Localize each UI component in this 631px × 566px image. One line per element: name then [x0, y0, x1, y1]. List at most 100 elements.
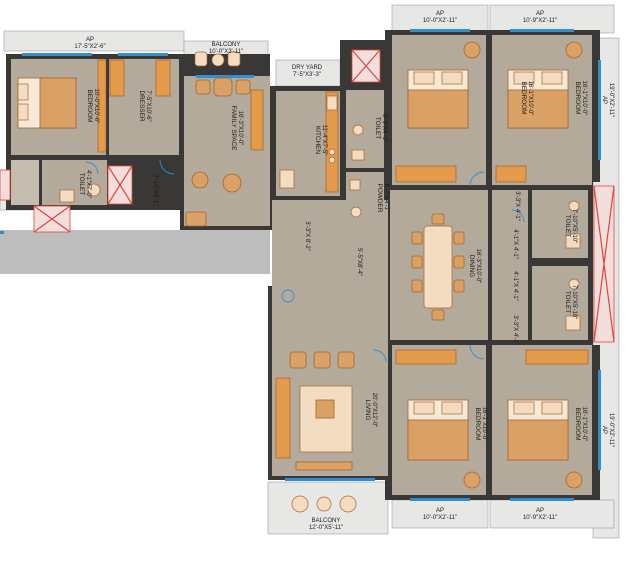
toilet-r1-wc	[568, 200, 580, 212]
living-sofa-set	[275, 351, 355, 471]
door-swing-dining-tr	[469, 171, 485, 187]
bedroom-tr2-size: 16'-1"X10'-0"	[581, 81, 587, 116]
toilet-k-basin	[351, 149, 365, 161]
toilet-kitchen-size: 8'-0"X4'-1"	[381, 114, 387, 142]
family-console	[250, 89, 264, 151]
family-desk	[185, 211, 207, 227]
window-living	[285, 478, 375, 481]
dining-table	[411, 213, 465, 321]
bed-tr1	[407, 69, 469, 129]
toilet-left-floor	[42, 160, 107, 205]
ap-right1-label: AP	[601, 96, 607, 104]
door-swing-toilet-left	[85, 161, 99, 175]
chair-tr1	[463, 41, 481, 59]
door-swing-right	[511, 209, 525, 223]
wardrobe-br2	[525, 349, 589, 365]
family-chair-1	[222, 173, 242, 193]
bedroom-left-lobby	[11, 160, 39, 205]
window-tr1	[410, 29, 470, 32]
toilet-left-wc	[87, 183, 101, 197]
ap-right2-label: AP	[601, 426, 607, 434]
wardrobe-tr1	[395, 165, 457, 183]
ap-right1-size: 19'-0"X2'-11"	[608, 83, 614, 117]
living-label: LIVING	[364, 400, 371, 421]
bay-cross-2	[593, 185, 615, 343]
living-entry-door	[281, 289, 295, 303]
balcony-top-label: BALCONY	[212, 42, 241, 48]
kitchen-counter	[325, 91, 339, 193]
outer-corridor	[0, 230, 270, 274]
ap-left-label: AP	[86, 37, 94, 43]
passage-p5-size: 4'-1"X 4'-1"	[512, 229, 518, 259]
powder-wc	[350, 206, 362, 218]
ap-top2-label: AP	[536, 11, 544, 17]
family-chair-2	[191, 171, 209, 189]
shaft-corner	[0, 169, 11, 201]
shaft-left	[107, 165, 133, 205]
bedroom-tr1-size: 16'-1"X10'-0"	[527, 81, 533, 116]
wardrobe-left	[97, 59, 107, 153]
toilet-left-basin	[59, 189, 75, 203]
passage-p6-size: 4'-1"X 4'-1"	[512, 271, 518, 301]
bed-br2	[507, 399, 569, 461]
kitchen-size: 11'-4"X7'-5"	[321, 125, 327, 156]
bedroom-left-size: 10'-0"X10'-6"	[93, 89, 99, 124]
balcony-top-chairs	[194, 51, 241, 67]
ap-top2-size: 10'-9"X2'-11"	[523, 18, 557, 24]
dry-yard-size: 7'-5"X3'-3"	[293, 72, 321, 78]
powder-basin	[349, 179, 361, 191]
ap-top1-area	[391, 4, 489, 34]
ap-bottom2-size: 10'-9"X2'-11"	[523, 515, 557, 521]
door-swing-family	[159, 159, 175, 175]
window-br1	[410, 498, 470, 501]
chair-br2	[565, 471, 583, 489]
passage-p1-size: 7'-10"X4'-1"	[152, 174, 158, 205]
toilet-r1-basin	[565, 233, 581, 249]
bedroom-br1-label: BEDROOM	[474, 407, 481, 440]
wardrobe-tr2	[495, 165, 527, 183]
kitchen-fridge	[279, 169, 295, 189]
ap-bottom1-area	[391, 499, 489, 529]
toilet-k-wc	[352, 124, 364, 136]
ap-bottom1-label: AP	[436, 508, 444, 514]
ap-left-size: 17'-5"X2'-6"	[74, 44, 105, 50]
bedroom-br2-size: 16'-1"X10'-0"	[581, 407, 587, 442]
ap-right2-size: 19'-0"X2'-11"	[608, 413, 614, 447]
toilet-r2-wc	[568, 278, 580, 290]
kitchen-sink	[326, 95, 338, 111]
kitchen-hob	[328, 148, 336, 164]
dining-passage-floor	[272, 200, 388, 286]
window-bedroom-left	[22, 53, 92, 56]
kitchen-label: KITCHEN	[314, 126, 321, 154]
toilet-r2-label: TOILET	[564, 291, 571, 313]
dresser-size: 7'-5"X10'-6"	[145, 90, 151, 121]
bed-br1	[407, 399, 469, 461]
window-tr2	[510, 29, 574, 32]
dry-yard-label: DRY YARD	[292, 65, 323, 71]
balcony-top-size: 10'-0"X3'-11"	[209, 49, 243, 55]
balcony-bottom-furniture	[291, 495, 357, 513]
window-right1	[598, 60, 601, 160]
window-right2	[598, 370, 601, 470]
dresser-label: DRESSER	[138, 91, 145, 122]
balcony-bottom-label: BALCONY	[312, 518, 341, 524]
ap-top1-size: 10'-0"X2'-11"	[423, 18, 457, 24]
door-swing-living	[373, 349, 387, 363]
window-br2	[510, 498, 574, 501]
toilet-r2-size: 7'-10"X5'-10"	[571, 285, 577, 320]
bed-tr2	[507, 69, 569, 129]
bedroom-tr1-label: BEDROOM	[520, 81, 527, 114]
toilet-r1-label: TOILET	[564, 215, 571, 237]
powder-size: 6'-7"X4'-1"	[383, 184, 389, 212]
window-dresser	[118, 53, 168, 56]
ap-top1-label: AP	[436, 11, 444, 17]
dining-label: DINING	[468, 255, 475, 277]
window-family	[196, 75, 254, 78]
bedroom-tr2-label: BEDROOM	[574, 81, 581, 114]
ap-bottom2-label: AP	[536, 508, 544, 514]
passage-p7-size: 3'-3"X 4'-1"	[512, 315, 518, 345]
living-size: 20'-0"X12'-0"	[371, 393, 377, 428]
ap-top2-area	[489, 4, 615, 34]
shaft-left-lower	[33, 205, 71, 233]
